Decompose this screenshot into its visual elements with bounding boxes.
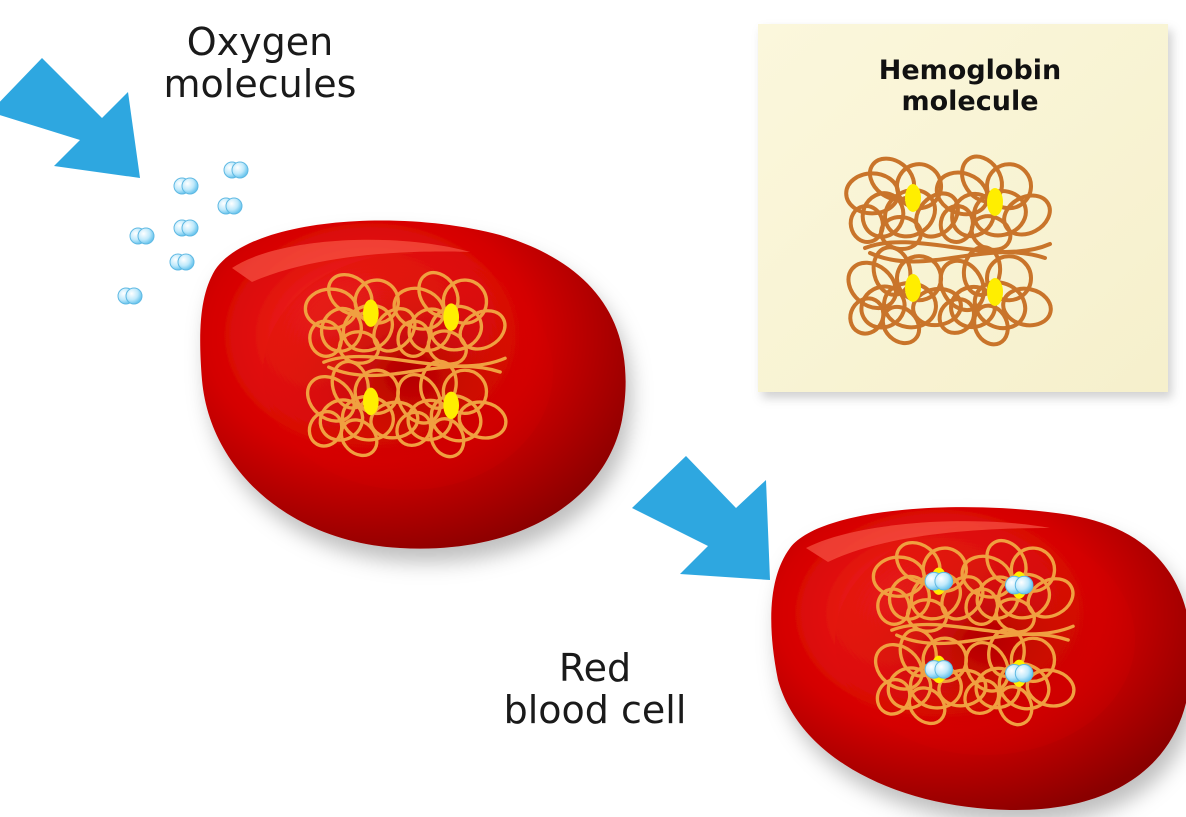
oxygen-atom-icon	[934, 660, 954, 679]
heme-group-icon	[363, 299, 379, 327]
protein-strand-loop	[859, 284, 907, 330]
hemoglobin-in-cell-2	[871, 538, 1076, 727]
protein-strand-loop	[875, 677, 912, 716]
oxygen-molecule-icon	[223, 161, 249, 179]
protein-strand-loop	[395, 410, 433, 448]
heme-group-icon	[363, 387, 379, 416]
protein-strand-loop	[1001, 286, 1053, 328]
red-blood-cell-2	[771, 507, 1186, 811]
protein-strand-loop	[886, 666, 933, 710]
protein-strand-link	[890, 622, 1075, 646]
heme-group-icon	[987, 278, 1003, 306]
cell1-heme-groups	[363, 299, 460, 420]
oxygen-molecule-icon	[173, 219, 199, 237]
protein-strand-loop	[429, 394, 483, 443]
oxygen-atom-icon	[1014, 575, 1034, 595]
heme-group-icon	[905, 184, 921, 212]
oxygen-molecule-icon	[173, 177, 199, 195]
oxygen-label-line-1: Oxygen	[186, 20, 334, 64]
oxygen-molecule-icon	[169, 253, 195, 271]
heme-group-icon	[987, 188, 1003, 216]
oxygen-molecule-icon	[217, 197, 243, 215]
cell-highlight	[232, 239, 470, 282]
arrow-icon	[0, 58, 140, 178]
protein-strand-loop	[871, 245, 913, 297]
oxygen-molecules	[117, 161, 249, 305]
protein-strand-loop	[914, 191, 960, 239]
protein-strand-loop	[937, 297, 976, 335]
cell2-protein-strands	[871, 538, 1076, 727]
protein-strand-loop	[964, 587, 1000, 626]
protein-strand-loop	[898, 627, 938, 678]
protein-strand-loop	[972, 303, 1010, 347]
protein-strand-loop	[938, 204, 975, 244]
protein-strand-loop	[997, 662, 1051, 711]
protein-strand-loop	[372, 307, 417, 353]
note-protein-strands	[844, 154, 1053, 347]
note-title-line-2: molecule	[901, 86, 1039, 118]
protein-strand-loop	[961, 245, 1003, 297]
red-blood-cell-label: Red blood cell	[470, 646, 720, 732]
note-title-line-1: Hemoglobin	[878, 55, 1062, 86]
protein-strand-loop	[987, 627, 1026, 678]
cell-highlight	[806, 521, 1050, 562]
rbc-label-line-2: blood cell	[503, 687, 687, 732]
protein-strand-loop	[963, 678, 1001, 716]
oxygen-molecule-icon	[117, 287, 143, 305]
rbc-label-line-1: Red	[558, 646, 632, 690]
protein-strand-loop	[307, 409, 344, 448]
protein-strand-loop	[419, 359, 458, 410]
protein-strand-loop	[429, 417, 466, 459]
protein-strand-loop	[308, 319, 343, 358]
protein-strand-loop	[848, 204, 885, 244]
heme-group-icon	[443, 391, 460, 420]
protein-strand-loop	[318, 398, 365, 442]
protein-strand-loop	[848, 296, 886, 336]
note-hemoglobin-molecule	[844, 154, 1053, 347]
oxygen-atom-icon	[1014, 664, 1034, 683]
oxygen-molecules-label: Oxygen molecules	[150, 20, 370, 106]
heme-group-icon	[905, 274, 921, 302]
cell2-heme-groups	[924, 567, 1034, 688]
protein-strand-loop	[396, 319, 432, 358]
protein-strand-link	[863, 240, 1052, 264]
protein-strand-loop	[972, 280, 1028, 331]
protein-strand-loop	[1002, 193, 1052, 237]
protein-strand-loop	[1026, 577, 1075, 619]
protein-strand-loop	[876, 587, 911, 626]
protein-strand-loop	[330, 359, 370, 410]
note-heme-groups	[905, 184, 1003, 306]
oxygen-label-line-2: molecules	[163, 61, 357, 106]
hemoglobin-molecule-title: Hemoglobin molecule	[790, 55, 1150, 117]
oxygen-atom-icon	[934, 571, 954, 591]
arrow-icon	[632, 456, 770, 580]
protein-strand-loop	[997, 685, 1034, 727]
protein-strand-loop	[458, 309, 507, 351]
heme-group-icon	[443, 303, 460, 331]
hemoglobin-in-cell-1	[303, 270, 508, 459]
protein-strand-loop	[1025, 668, 1076, 708]
red-blood-cell-1	[200, 220, 626, 549]
protein-strand-loop	[457, 400, 508, 440]
hemoglobin-note	[758, 24, 1168, 392]
oxygen-molecule-icon	[129, 227, 155, 245]
protein-strand-link	[322, 354, 507, 378]
